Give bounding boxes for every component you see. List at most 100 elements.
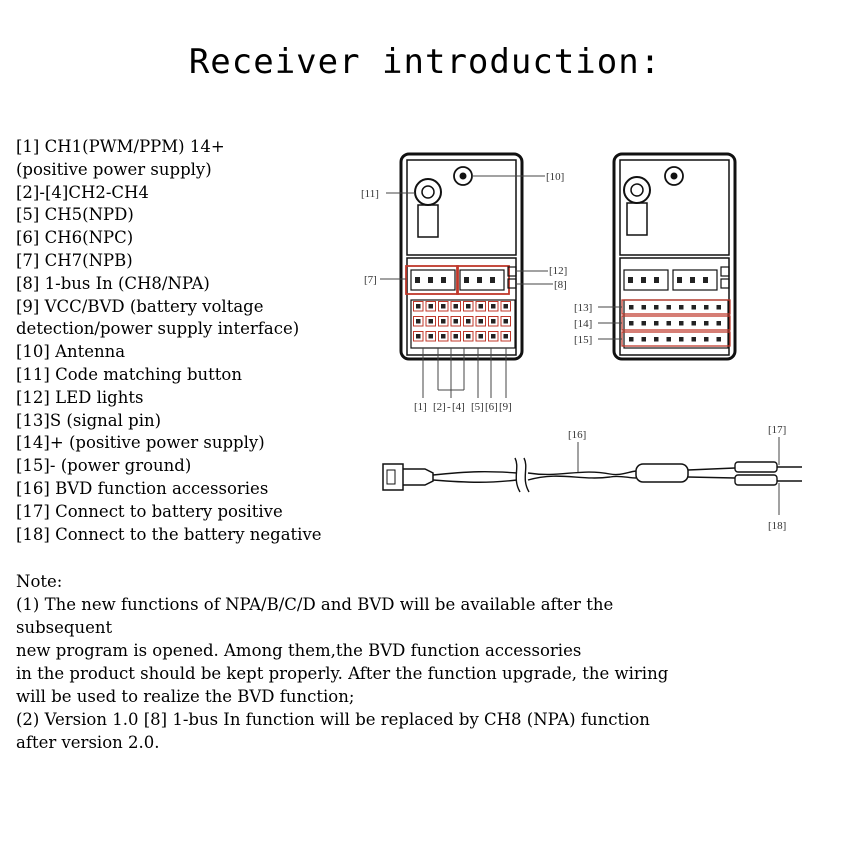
pin-outline [425, 316, 436, 327]
pin [641, 337, 646, 342]
header-pin [441, 277, 446, 283]
page-title: Receiver introduction: [188, 42, 662, 82]
pin [453, 304, 458, 309]
note-heading: Note: [16, 572, 63, 591]
callout-label: [10] [546, 171, 564, 183]
pin-outline [450, 301, 461, 312]
legend-item: [6] CH6(NPC) [16, 228, 134, 248]
note-line: will be used to realize the BVD function… [16, 687, 355, 706]
pin-outline [475, 316, 486, 327]
pin-outline [450, 316, 461, 327]
pin [666, 321, 671, 326]
callout-label: [16] [568, 429, 586, 441]
pin [491, 319, 496, 324]
legend-item: [14]+ (positive power supply) [16, 433, 265, 453]
pin-outline [450, 331, 461, 342]
legend-item: [18] Connect to the battery negative [16, 524, 322, 544]
pin-outline [488, 301, 499, 312]
legend-item: [11] Code matching button [16, 364, 242, 384]
header-pin [628, 277, 633, 283]
pin-outline [438, 301, 449, 312]
pin-outline [413, 316, 424, 327]
legend-item: [2]-[4]CH2-CH4 [16, 182, 149, 202]
pin-outline [475, 331, 486, 342]
note-line: (2) Version 1.0 [8] 1-bus In function wi… [16, 710, 650, 729]
pin [453, 334, 458, 339]
note-line: in the product should be kept properly. … [16, 664, 669, 683]
pin-outline [463, 331, 474, 342]
callout-label: [6] [485, 401, 498, 413]
legend-item: [10] Antenna [16, 342, 126, 362]
pin-outline [500, 316, 511, 327]
pin-outline [488, 316, 499, 327]
pin-outline [500, 331, 511, 342]
header-pin [464, 277, 469, 283]
legend-item: [15]- (power ground) [16, 456, 192, 476]
callout-label: [17] [768, 424, 786, 436]
pin [716, 305, 721, 310]
pin [453, 319, 458, 324]
header-pin [428, 277, 433, 283]
legend-item: [7] CH7(NPB) [16, 250, 133, 270]
pin-grid-left [413, 301, 511, 342]
note-line: new program is opened. Among them,the BV… [16, 641, 582, 660]
pin [416, 304, 421, 309]
pin [428, 334, 433, 339]
callout-label: [5] [471, 401, 484, 413]
pin [641, 321, 646, 326]
note-section: Note: (1) The new functions of NPA/B/C/D… [16, 570, 836, 754]
pin [491, 334, 496, 339]
pin [691, 305, 696, 310]
pin [704, 321, 709, 326]
bvd-cable [382, 457, 802, 493]
leader-lines [380, 175, 622, 398]
pin [503, 334, 508, 339]
pin [666, 337, 671, 342]
pin [478, 304, 483, 309]
header-pin [690, 277, 695, 283]
receiver-right [612, 152, 737, 361]
pin [679, 337, 684, 342]
pin [704, 305, 709, 310]
pin [478, 319, 483, 324]
callout-label: [11] [361, 188, 379, 200]
header-pin [654, 277, 659, 283]
header-pin [641, 277, 646, 283]
note-line: subsequent [16, 618, 113, 637]
legend-item: [12] LED lights [16, 387, 144, 407]
pin-grid-right [629, 305, 721, 342]
pin [491, 304, 496, 309]
pin [654, 321, 659, 326]
pin [704, 337, 709, 342]
pin-outline [475, 301, 486, 312]
pin-outline [463, 301, 474, 312]
header-pin [415, 277, 420, 283]
note-line: after version 2.0. [16, 733, 160, 752]
pin-outline [425, 301, 436, 312]
pin [441, 319, 446, 324]
callout-label: [8] [554, 279, 567, 291]
callout-label: [1] [414, 401, 427, 413]
callout-label: [2] [433, 401, 446, 413]
note-line: (1) The new functions of NPA/B/C/D and B… [16, 595, 614, 614]
receiver-left [399, 152, 524, 361]
callout-label: [4] [452, 401, 465, 413]
pin [691, 321, 696, 326]
legend-item: (positive power supply) [16, 159, 212, 179]
pin [416, 334, 421, 339]
callout-label: [9] [499, 401, 512, 413]
pin [629, 337, 634, 342]
header-pin [703, 277, 708, 283]
callout-label: [14] [574, 318, 592, 330]
header-pin [490, 277, 495, 283]
pin [654, 305, 659, 310]
callout-label: [7] [364, 274, 377, 286]
pin-outline [488, 331, 499, 342]
pin [629, 305, 634, 310]
pin [654, 337, 659, 342]
pin-outline [500, 301, 511, 312]
callout-label: - [447, 401, 451, 413]
pin [478, 334, 483, 339]
pin [466, 334, 471, 339]
